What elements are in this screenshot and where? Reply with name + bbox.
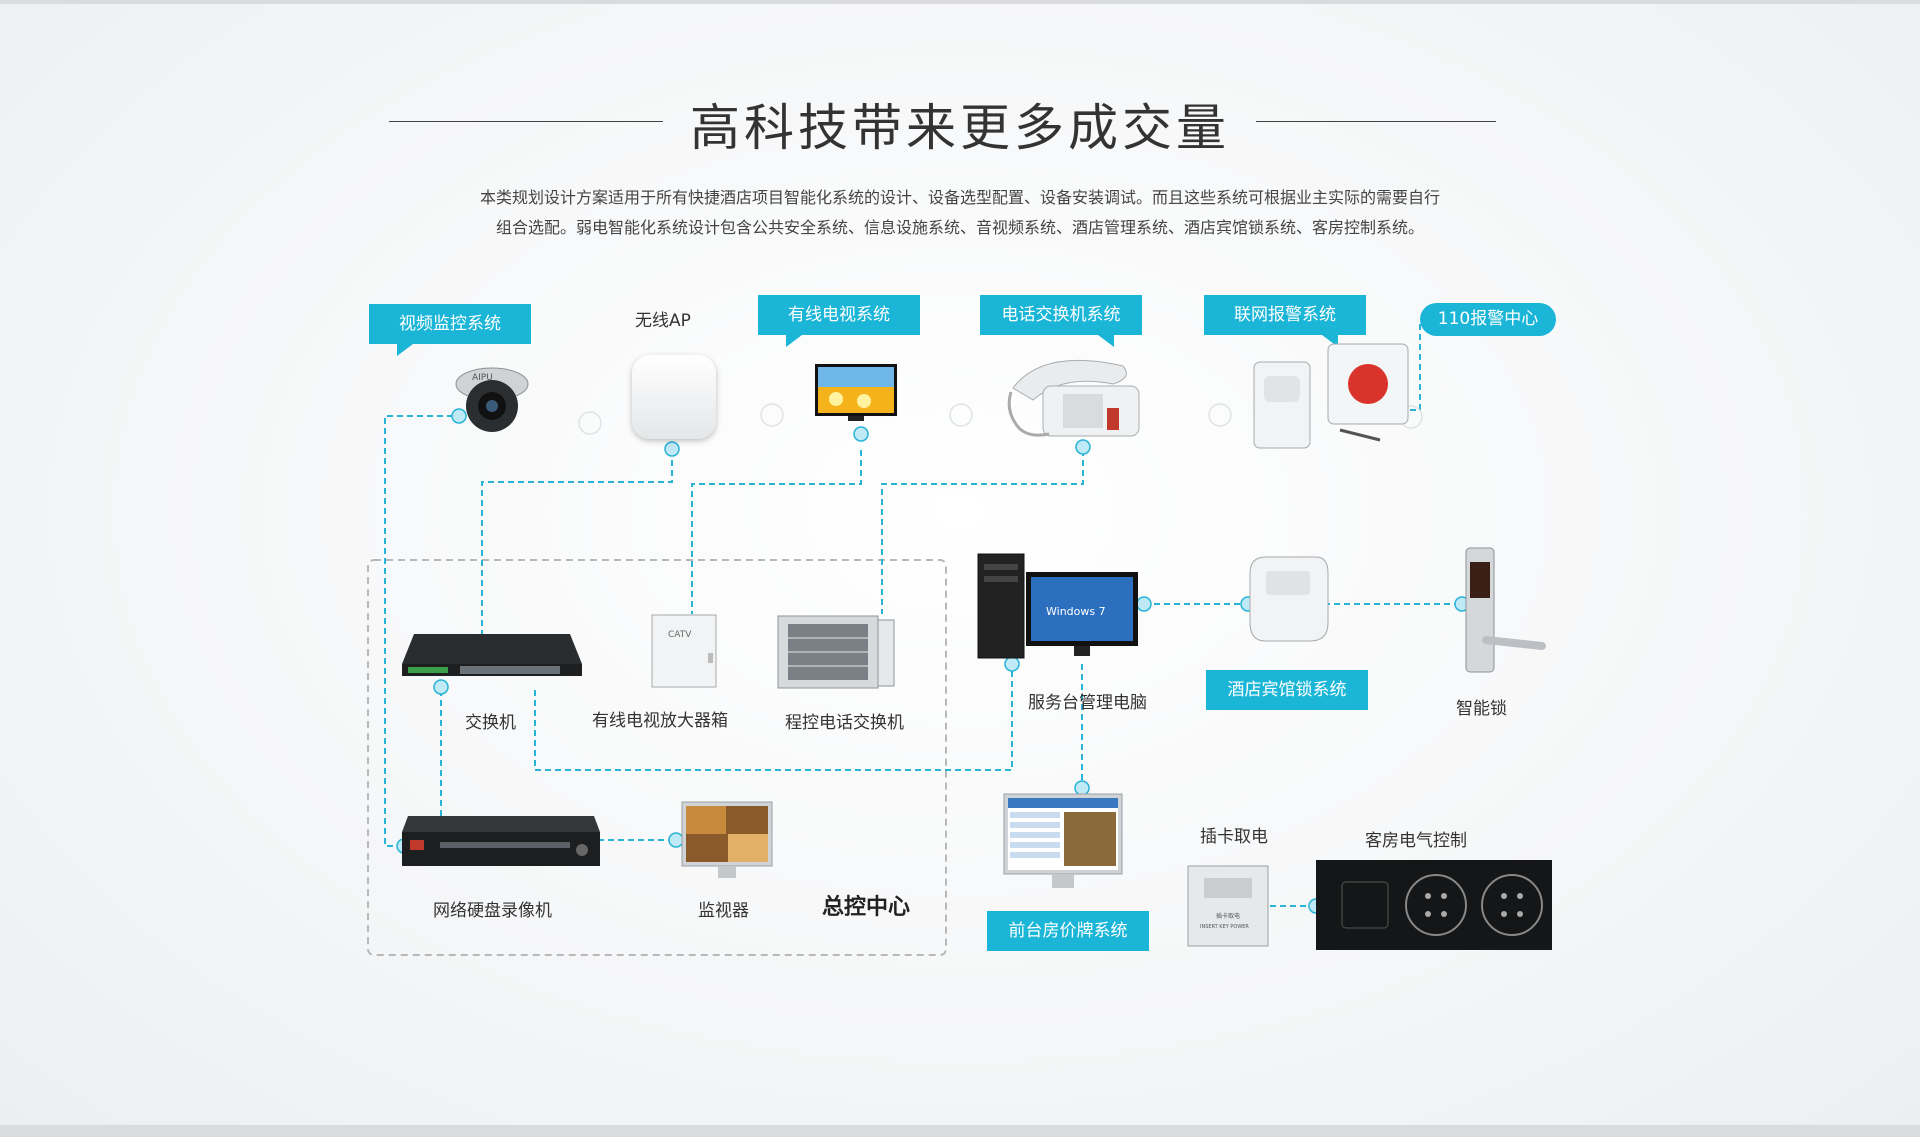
link-phone-pbx — [881, 450, 1084, 614]
network-switch-icon — [402, 634, 582, 676]
label-room-control: 客房电气控制 — [1365, 831, 1467, 851]
tag-catv: 有线电视系统 — [758, 295, 920, 347]
link-tv-catv — [691, 450, 862, 614]
room-control-panel-icon — [1316, 860, 1552, 950]
pbx-cabinet-icon — [777, 615, 895, 689]
telephone-icon — [1007, 359, 1140, 437]
tag-lock-system: 酒店宾馆锁系统 — [1206, 670, 1368, 710]
catv-box-label: CATV — [668, 630, 692, 640]
camera-brand: AIPU — [472, 373, 493, 383]
label-monitor: 监视器 — [698, 901, 749, 921]
node-tv — [853, 426, 869, 442]
card-switch-en: INSERT KEY POWER — [1200, 924, 1249, 930]
front-desk-pc-icon: Windows 7 — [977, 553, 1138, 659]
dome-camera-icon: AIPU — [455, 367, 529, 432]
tag-catv-label: 有线电视系统 — [788, 305, 890, 325]
catv-amplifier-icon: CATV — [651, 614, 717, 688]
tag-video-surveillance: 视频监控系统 — [369, 304, 531, 356]
link-ap-switch — [481, 450, 673, 634]
tag-alarm: 联网报警系统 — [1204, 295, 1366, 347]
control-center-box — [367, 559, 947, 956]
title-rule-left — [389, 121, 663, 122]
tag-110-center: 110报警中心 — [1420, 303, 1556, 336]
label-wireless-ap: 无线AP — [635, 311, 691, 331]
tag-video-label: 视频监控系统 — [399, 314, 501, 334]
tag-lock-label: 酒店宾馆锁系统 — [1227, 680, 1347, 700]
monitor-icon — [681, 801, 773, 878]
label-control-center: 总控中心 — [822, 895, 911, 920]
windows-logo-text: Windows 7 — [1046, 605, 1106, 618]
tag-pbx: 电话交换机系统 — [980, 295, 1142, 347]
dashed-links — [384, 322, 1460, 907]
intro-line-2: 组合选配。弱电智能化系统设计包含公共安全系统、信息设施系统、音视频系统、酒店管理… — [495, 218, 1424, 237]
label-switch: 交换机 — [465, 713, 516, 733]
alarm-detector-icon — [1253, 343, 1409, 449]
link-camera-nvr — [384, 415, 463, 847]
decor-rings — [578, 403, 1423, 435]
label-front-desk-pc: 服务台管理电脑 — [1028, 693, 1147, 713]
label-pbx-exchange: 程控电话交换机 — [785, 713, 904, 733]
label-nvr: 网络硬盘录像机 — [433, 901, 552, 921]
title-rule-right — [1256, 121, 1496, 122]
node-camera — [451, 408, 467, 424]
link-switch-pc — [534, 664, 1013, 771]
top-border — [0, 0, 1920, 4]
price-board-pc-icon — [1003, 793, 1123, 888]
nvr-icon — [402, 816, 600, 866]
smart-lock-icon — [1465, 547, 1546, 673]
tag-alarm-label: 联网报警系统 — [1234, 305, 1336, 325]
page-title: 高科技带来更多成交量 — [690, 99, 1230, 157]
node-switch — [433, 679, 449, 695]
node-ap — [664, 441, 680, 457]
intro-line-1: 本类规划设计方案适用于所有快捷酒店项目智能化系统的设计、设备选型配置、设备安装调… — [479, 188, 1440, 207]
label-catv-amplifier: 有线电视放大器箱 — [592, 711, 728, 731]
card-reader-icon — [1249, 556, 1329, 642]
card-switch-cn: 插卡取电 — [1216, 912, 1240, 920]
wireless-ap-icon — [632, 355, 716, 439]
tag-pbx-label: 电话交换机系统 — [1001, 305, 1121, 325]
label-smart-lock: 智能锁 — [1456, 699, 1507, 719]
node-phone — [1075, 439, 1091, 455]
card-power-switch-icon: 插卡取电 INSERT KEY POWER — [1187, 865, 1269, 947]
tv-icon — [815, 364, 897, 421]
tag-price-label: 前台房价牌系统 — [1008, 921, 1128, 941]
intro-text: 本类规划设计方案适用于所有快捷酒店项目智能化系统的设计、设备选型配置、设备安装调… — [390, 183, 1530, 243]
label-card-power: 插卡取电 — [1200, 827, 1268, 847]
bottom-border — [0, 1125, 1920, 1137]
tag-price-board: 前台房价牌系统 — [987, 911, 1149, 951]
